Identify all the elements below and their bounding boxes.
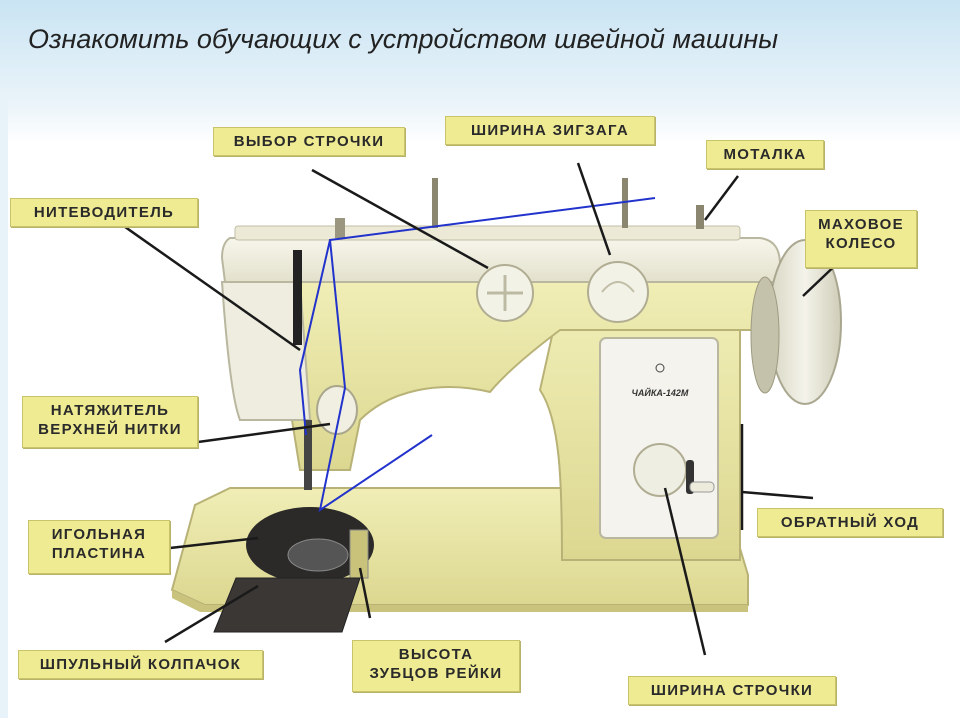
leader-stitch-length bbox=[663, 487, 707, 656]
page-title: Ознакомить обучающих с устройством швейн… bbox=[28, 24, 779, 54]
zigzag-dial-marks bbox=[601, 281, 635, 293]
label-reverse: ОБРАТНЫЙ ХОД bbox=[757, 508, 943, 537]
leader-tension bbox=[197, 422, 331, 444]
feed-dog-knob[interactable] bbox=[349, 529, 369, 579]
stitch-length-dial[interactable] bbox=[633, 443, 687, 497]
stitch-select-marks bbox=[487, 275, 523, 311]
spool-pin-1 bbox=[432, 178, 438, 228]
tension-knob[interactable] bbox=[316, 385, 358, 435]
top-lid bbox=[234, 225, 741, 241]
label-winder: МОТАЛКА bbox=[706, 140, 824, 169]
leader-thread-guide bbox=[117, 220, 301, 352]
leader-stitch-select bbox=[311, 168, 489, 270]
machine-arm bbox=[223, 279, 771, 471]
leader-zigzag bbox=[576, 162, 612, 256]
winder-pin bbox=[696, 205, 704, 229]
thread-line bbox=[318, 197, 656, 513]
needle-bar bbox=[304, 420, 312, 490]
label-stitch-length: ШИРИНА СТРОЧКИ bbox=[628, 676, 836, 705]
machine-head bbox=[220, 281, 312, 421]
leader-winder bbox=[704, 175, 739, 221]
leader-reverse bbox=[741, 490, 814, 500]
needle-bar-dark bbox=[293, 250, 302, 345]
thread-guide-post bbox=[335, 218, 345, 238]
brand-emblem bbox=[655, 363, 665, 373]
label-thread-guide: НИТЕВОДИТЕЛЬ bbox=[10, 198, 198, 227]
control-panel bbox=[599, 337, 719, 539]
zigzag-width-dial[interactable] bbox=[587, 261, 649, 323]
leader-feed-height bbox=[358, 567, 372, 619]
brand-label: ЧАЙКА-142М bbox=[632, 387, 689, 398]
left-edge-strip bbox=[0, 98, 8, 718]
flywheel-hub bbox=[750, 276, 780, 394]
bobbin-cover bbox=[213, 577, 361, 633]
leader-lines bbox=[117, 162, 844, 656]
label-stitch-select: ВЫБОР СТРОЧКИ bbox=[213, 127, 405, 156]
spool-pin-2 bbox=[622, 178, 628, 228]
reverse-lever[interactable] bbox=[689, 481, 715, 493]
label-zigzag-width: ШИРИНА ЗИГЗАГА bbox=[445, 116, 655, 145]
label-bobbin-case: ШПУЛЬНЫЙ КОЛПАЧОК bbox=[18, 650, 263, 679]
leader-bobbin bbox=[164, 584, 259, 644]
bobbin-area bbox=[287, 538, 349, 572]
leader-needle-plate bbox=[169, 536, 259, 550]
thread-line-2 bbox=[298, 239, 331, 436]
